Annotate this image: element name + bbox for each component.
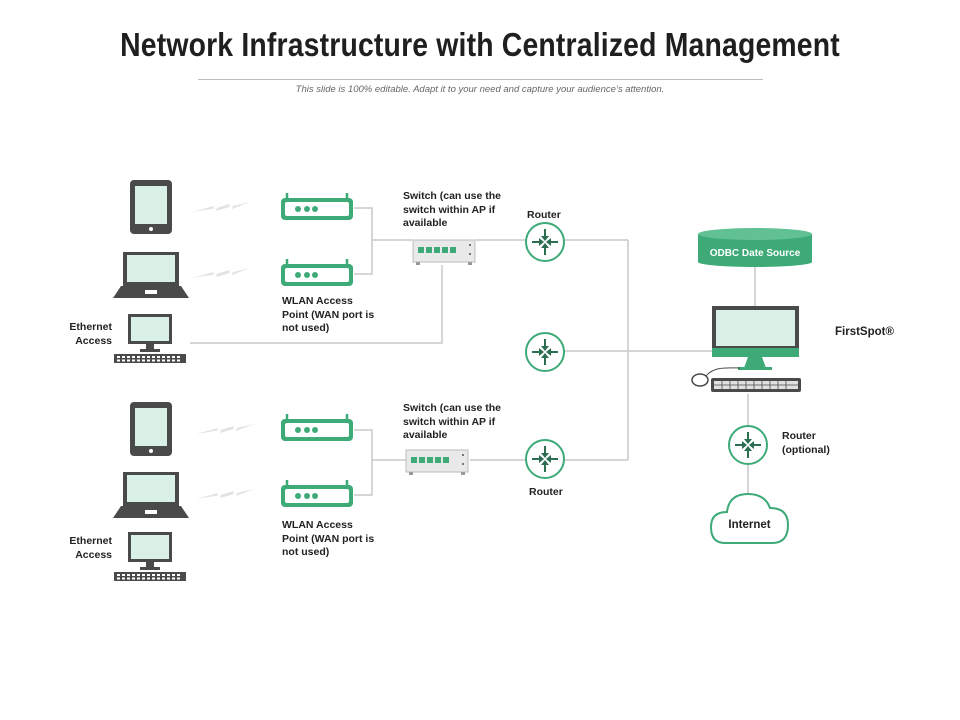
laptop-icon (113, 252, 189, 298)
switch-icon (405, 449, 469, 476)
cloud-icon (709, 492, 790, 544)
wireless-signal-icon (196, 424, 254, 434)
router-icon (525, 439, 565, 479)
access-point-icon (279, 191, 355, 222)
switch-icon (412, 239, 476, 266)
access-point-icon (279, 257, 355, 288)
server-computer-icon (691, 306, 801, 392)
connection-lines (190, 207, 756, 496)
router-top-label: Router (527, 209, 561, 221)
laptop-icon (113, 472, 189, 518)
wireless-signal-icon (192, 202, 250, 212)
server-label: FirstSpot® (835, 326, 894, 338)
page-title: Network Infrastructure with Centralized … (120, 26, 840, 63)
ethernet-top-label: Ethernet Access (69, 321, 112, 347)
wlan-bottom-label: WLAN Access Point (WAN port is not used) (282, 519, 375, 558)
database-icon (698, 228, 812, 267)
access-point-icon (279, 478, 355, 509)
router-icon (525, 222, 565, 262)
tablet-icon (130, 180, 172, 234)
desktop-icon (114, 532, 186, 581)
tablet-icon (130, 402, 172, 456)
page-subtitle: This slide is 100% editable. Adapt it to… (295, 84, 665, 95)
router-icon (728, 425, 768, 465)
switch-top-label: Switch (can use the switch within AP if … (403, 190, 502, 229)
title-divider (198, 79, 763, 80)
wireless-signal-icon (192, 268, 250, 278)
access-point-icon (279, 412, 355, 443)
router-bottom-label: Router (529, 486, 563, 498)
router-optional-label: Router (optional) (782, 430, 830, 456)
ethernet-bottom-label: Ethernet Access (69, 535, 112, 561)
router-icon (525, 332, 565, 372)
desktop-icon (114, 314, 186, 363)
switch-bottom-label: Switch (can use the switch within AP if … (403, 402, 502, 441)
internet-label: Internet (728, 519, 771, 531)
wireless-signal-icon (196, 489, 254, 499)
wlan-top-label: WLAN Access Point (WAN port is not used) (282, 295, 375, 334)
database-label: ODBC Date Source (709, 248, 801, 259)
